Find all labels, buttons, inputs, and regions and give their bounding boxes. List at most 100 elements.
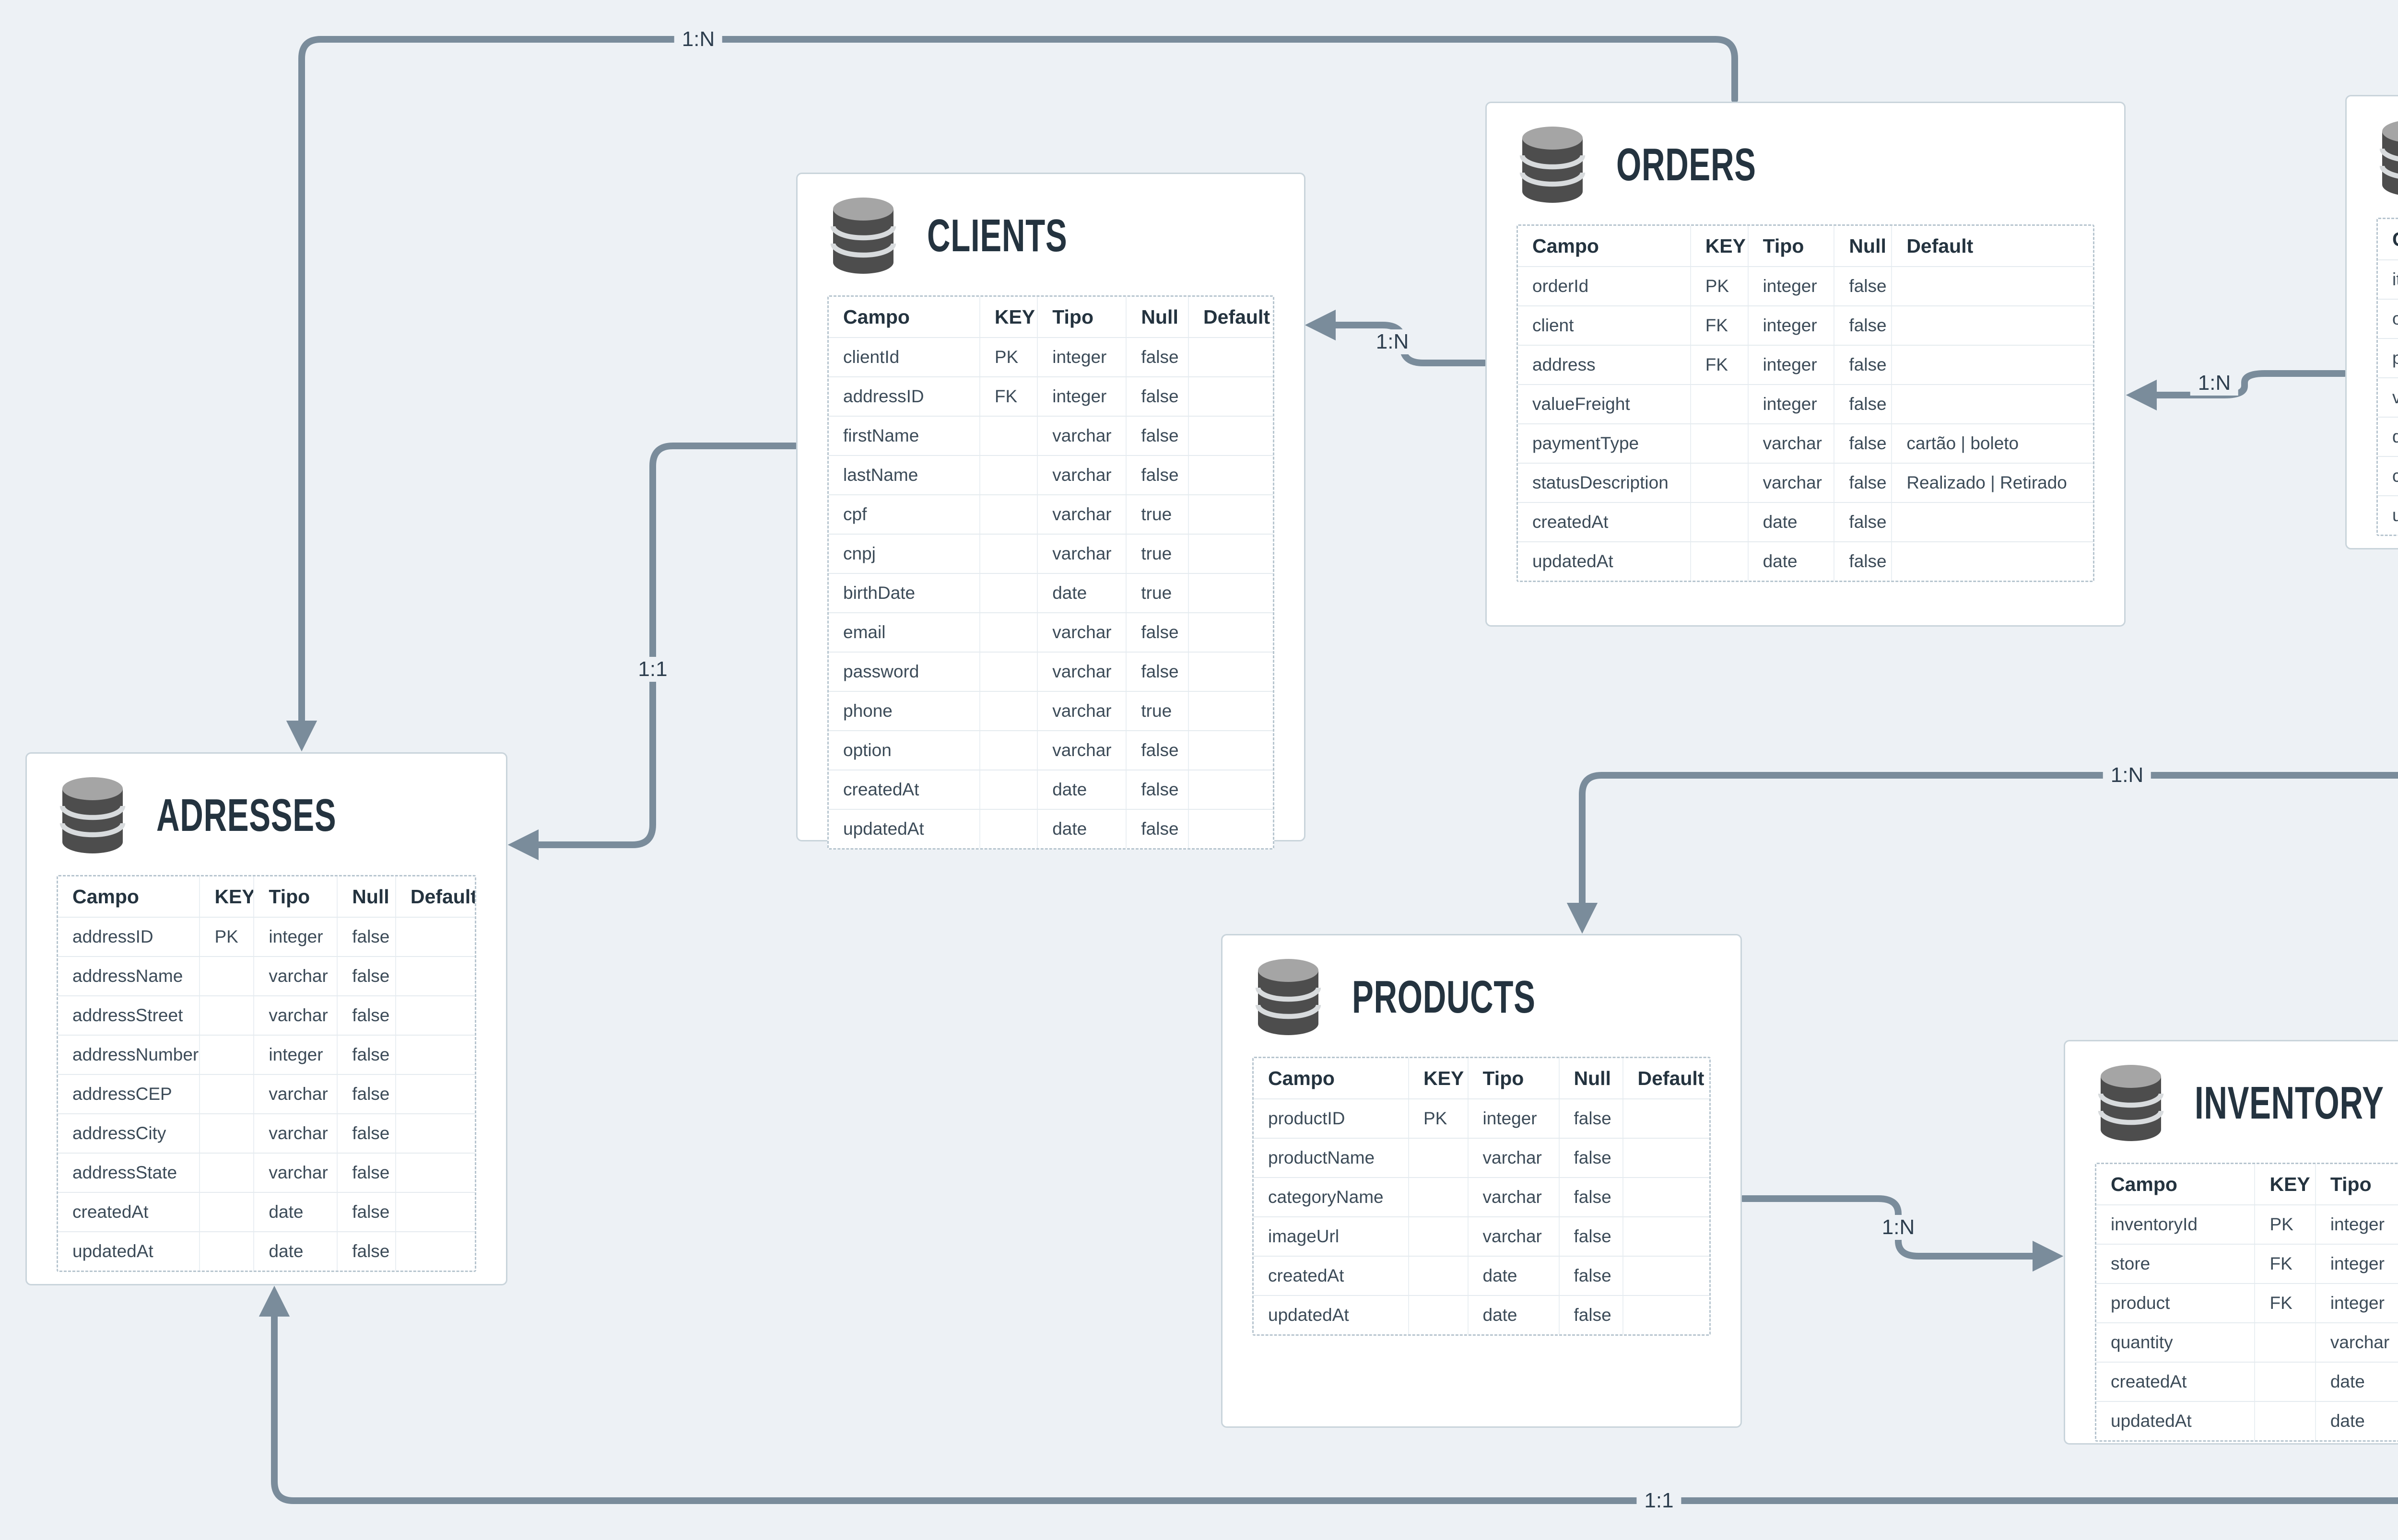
field-cell-tipo: date bbox=[1037, 573, 1127, 613]
field-cell-tipo: date bbox=[254, 1192, 338, 1232]
field-cell-tipo: integer bbox=[254, 917, 338, 957]
field-cell-tipo: date bbox=[1037, 809, 1127, 848]
field-cell-campo: value bbox=[2378, 378, 2398, 418]
relationship-line-items-products bbox=[1566, 772, 2398, 934]
field-cell-null: false bbox=[1126, 731, 1189, 770]
field-cell-tipo: varchar bbox=[1468, 1217, 1560, 1257]
table-title-products: PRODUCTS bbox=[1352, 971, 1536, 1023]
field-cell-campo: updatedAt bbox=[2378, 496, 2398, 535]
database-icon bbox=[2376, 118, 2398, 198]
field-cell-key bbox=[2255, 1401, 2316, 1440]
field-row: productFKintegerfalse bbox=[2096, 1283, 2398, 1323]
table-card-header: ORDERS bbox=[1516, 125, 2094, 204]
field-cell-default bbox=[395, 1035, 475, 1075]
field-cell-campo: store bbox=[2096, 1244, 2256, 1284]
field-cell-key: PK bbox=[1690, 267, 1749, 306]
field-cell-null: true bbox=[1126, 534, 1189, 574]
column-header-default: Default bbox=[1188, 297, 1273, 338]
field-cell-default bbox=[395, 1192, 475, 1232]
column-header-key: KEY bbox=[2255, 1164, 2316, 1205]
field-cell-default bbox=[1892, 267, 2093, 306]
column-header-key: KEY bbox=[1690, 226, 1749, 267]
field-cell-campo: statusDescription bbox=[1518, 463, 1691, 503]
field-cell-campo: itemId bbox=[2378, 260, 2398, 300]
table-card-items[interactable]: ITEMSCampoKEYTipoNullDefaultitemIdPKinte… bbox=[2345, 95, 2398, 549]
column-header-default: Default bbox=[1892, 226, 2093, 267]
field-cell-key bbox=[979, 416, 1038, 456]
field-cell-campo: createdAt bbox=[58, 1192, 200, 1232]
fields-table: CampoKEYTipoNullDefaultitemIdPKintegerfa… bbox=[2376, 218, 2398, 536]
field-cell-null: false bbox=[1559, 1256, 1623, 1296]
field-cell-null: true bbox=[1126, 573, 1189, 613]
field-cell-key bbox=[1690, 463, 1749, 503]
table-title-inventory: INVENTORY bbox=[2195, 1077, 2384, 1129]
field-cell-key: FK bbox=[1690, 345, 1749, 385]
column-header-campo: Campo bbox=[58, 876, 200, 918]
field-cell-tipo: varchar bbox=[254, 1153, 338, 1193]
field-cell-key bbox=[200, 1232, 255, 1271]
table-card-header: INVENTORY bbox=[2095, 1063, 2398, 1143]
field-cell-default bbox=[1188, 731, 1273, 770]
field-cell-tipo: integer bbox=[1748, 385, 1835, 424]
field-cell-null: false bbox=[337, 917, 396, 957]
table-title-adresses: ADRESSES bbox=[156, 789, 337, 841]
relationship-label-clients-adresses: 1:1 bbox=[630, 657, 675, 682]
field-cell-null: false bbox=[1559, 1178, 1623, 1217]
table-card-inventory[interactable]: INVENTORY CampoKEYTipoNullDefaultinventor… bbox=[2064, 1040, 2398, 1445]
field-cell-null: false bbox=[1126, 770, 1189, 810]
column-header-campo: Campo bbox=[829, 297, 980, 338]
field-cell-null: false bbox=[1834, 424, 1893, 464]
field-cell-default bbox=[1892, 502, 2093, 542]
fields-table: CampoKEYTipoNullDefaultinventoryIdPKinte… bbox=[2095, 1163, 2398, 1442]
field-cell-tipo: integer bbox=[1748, 345, 1835, 385]
relationship-line-orders-adresses bbox=[286, 36, 1738, 752]
field-cell-campo: firstName bbox=[829, 416, 980, 456]
field-cell-key bbox=[979, 495, 1038, 535]
field-cell-tipo: varchar bbox=[1748, 463, 1835, 503]
table-card-header: ADRESSES bbox=[57, 776, 476, 855]
field-cell-null: false bbox=[1834, 306, 1893, 346]
field-row: valueintegerfalse bbox=[2378, 378, 2398, 418]
field-cell-campo: addressID bbox=[58, 917, 200, 957]
column-header-null: Null bbox=[1559, 1058, 1623, 1099]
column-header-null: Null bbox=[337, 876, 396, 918]
field-cell-campo: cpf bbox=[829, 495, 980, 535]
field-cell-campo: address bbox=[1518, 345, 1691, 385]
field-cell-campo: createdAt bbox=[1518, 502, 1691, 542]
field-cell-key bbox=[200, 996, 255, 1036]
field-cell-tipo: integer bbox=[2315, 1283, 2398, 1323]
field-cell-tipo: varchar bbox=[1037, 691, 1127, 731]
field-cell-key: FK bbox=[2255, 1244, 2316, 1284]
field-cell-campo: updatedAt bbox=[58, 1232, 200, 1271]
field-cell-null: false bbox=[1834, 267, 1893, 306]
field-cell-default bbox=[395, 996, 475, 1036]
field-cell-default bbox=[1623, 1295, 1710, 1334]
field-cell-tipo: varchar bbox=[2315, 1323, 2398, 1363]
field-cell-key: FK bbox=[1690, 306, 1749, 346]
column-header-tipo: Tipo bbox=[1748, 226, 1835, 267]
field-cell-null: false bbox=[1834, 385, 1893, 424]
relationship-line-clients-adresses bbox=[507, 443, 799, 861]
field-cell-null: false bbox=[337, 996, 396, 1036]
field-row: quantityvarcharfalse bbox=[2096, 1323, 2398, 1363]
field-cell-default bbox=[1622, 1178, 1709, 1217]
